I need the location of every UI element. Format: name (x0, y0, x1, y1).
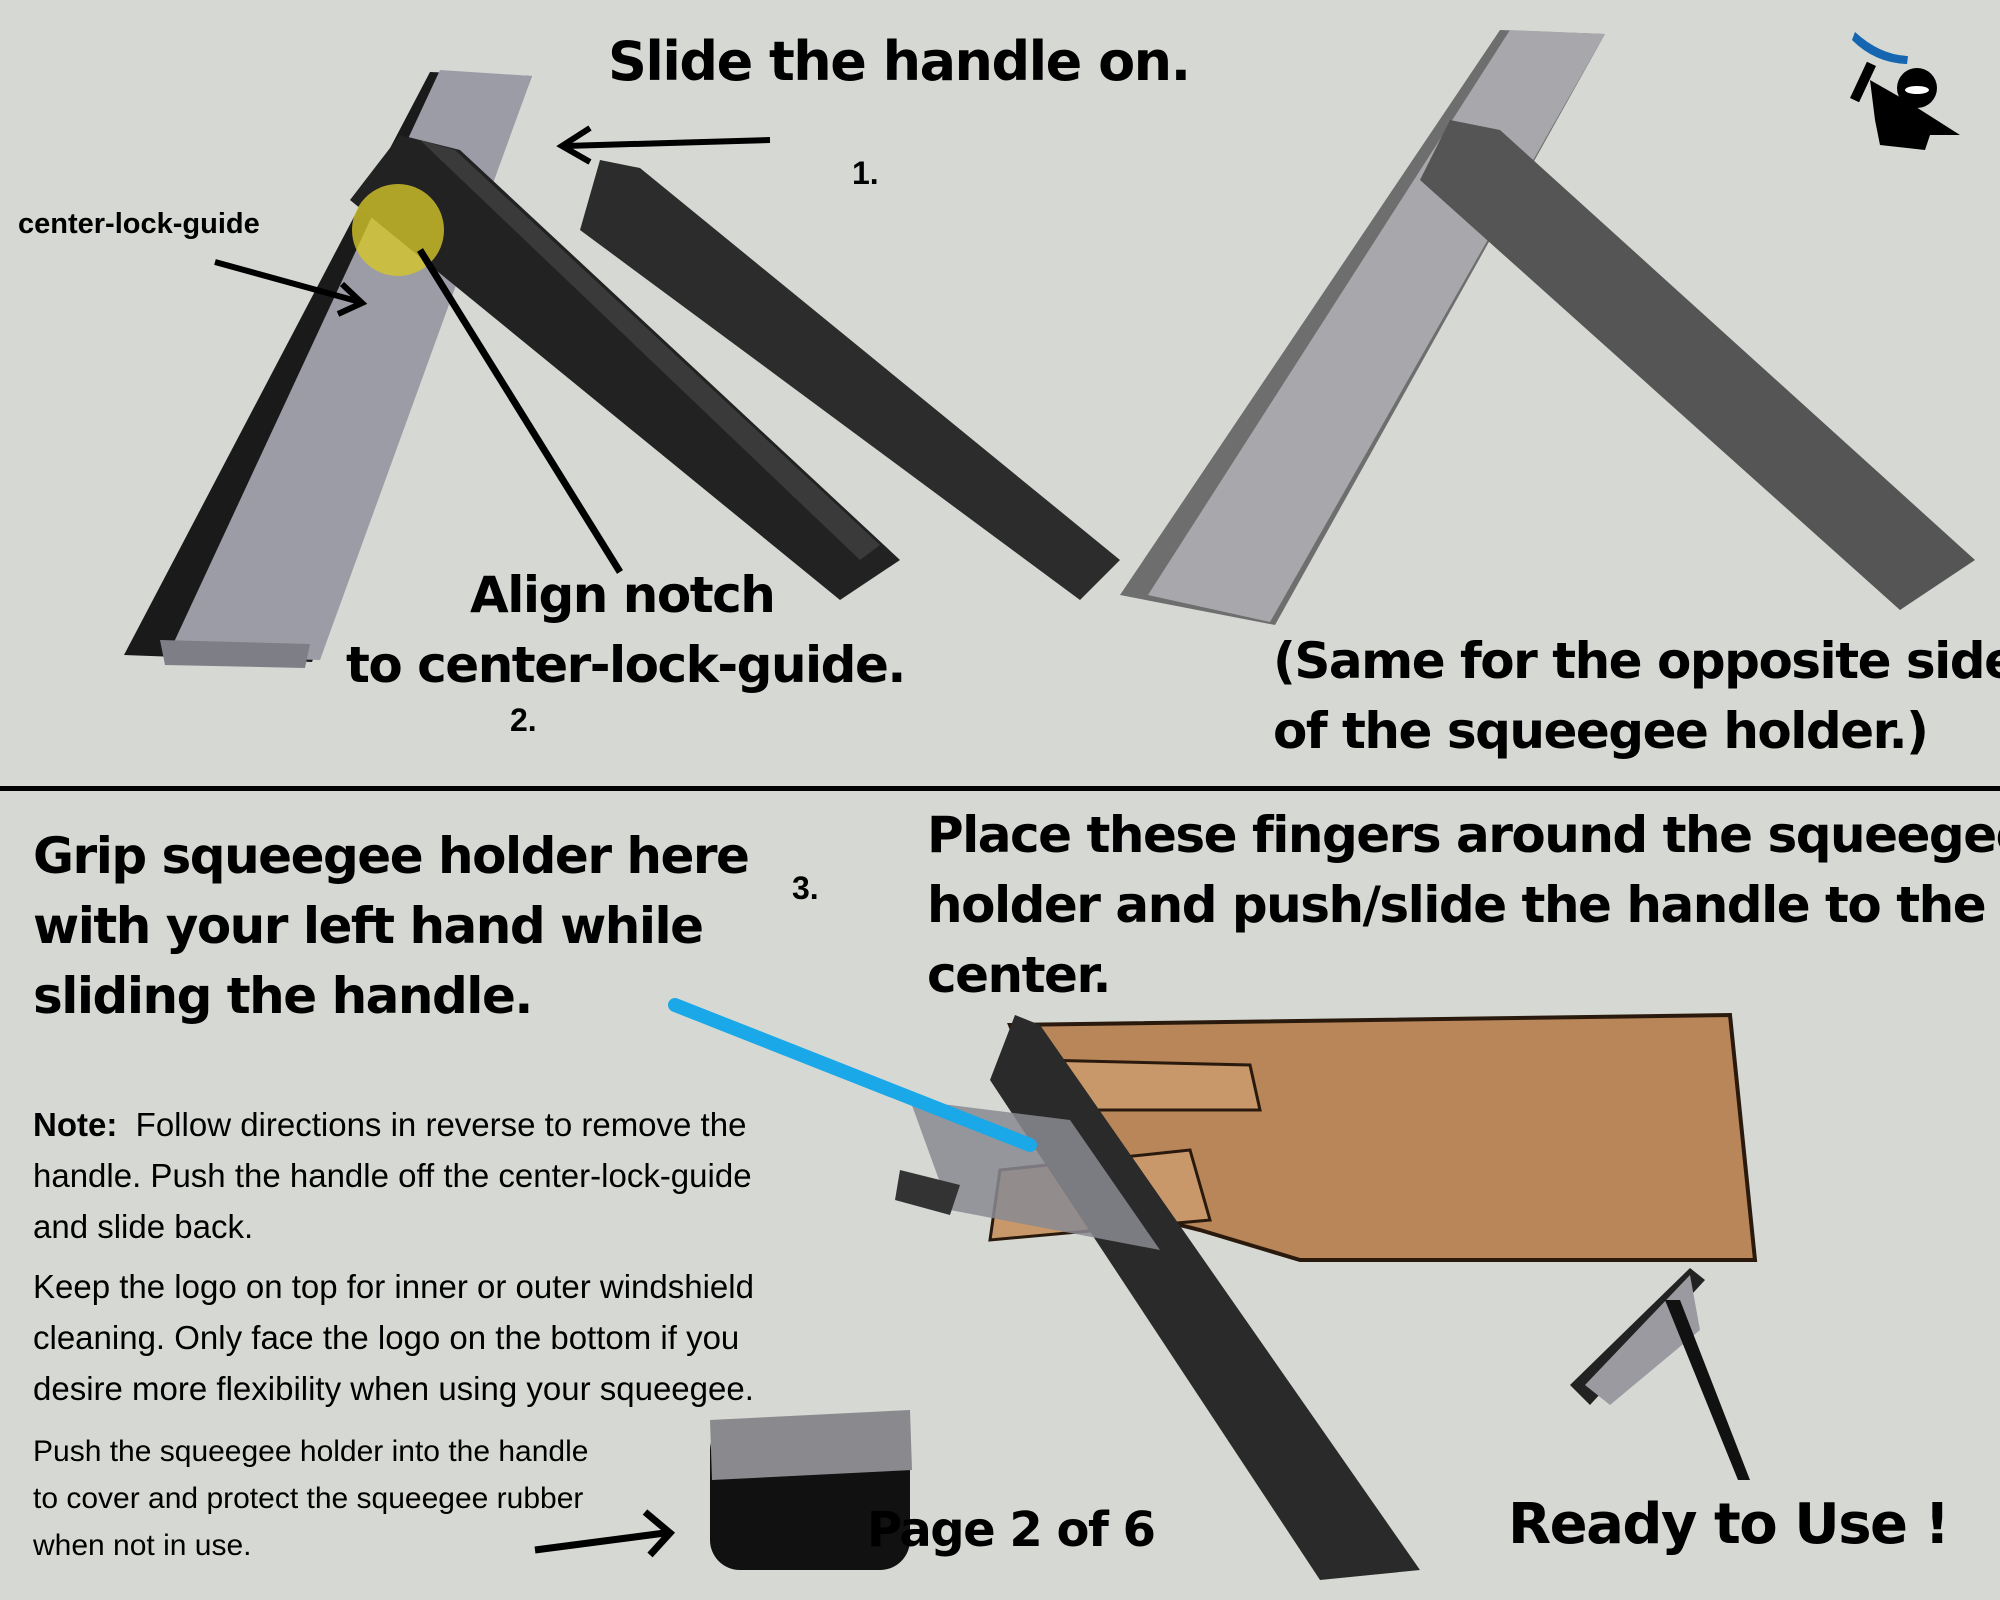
ready-to-use-label: Ready to Use ! (1508, 1492, 1950, 1557)
same-opposite-line-2: of the squeegee holder.) (1273, 702, 1929, 760)
stored-squeegee-illustration (710, 1410, 912, 1570)
note-line-1: Follow directions in reverse to remove t… (135, 1106, 747, 1143)
storage-paragraph: Push the squeegee holder into the handle… (33, 1428, 588, 1569)
keep-line-1: Keep the logo on top for inner or outer … (33, 1268, 754, 1305)
place-fingers-line-1: Place these fingers around the squeegee (927, 806, 2000, 864)
grip-instruction-line-1: Grip squeegee holder here (33, 827, 750, 885)
push-line-1: Push the squeegee holder into the handle (33, 1435, 589, 1468)
store-arrow-icon (534, 1509, 676, 1558)
slide-arrow-icon (556, 125, 771, 165)
note-line-2: handle. Push the handle off the center-l… (33, 1157, 752, 1194)
assembled-squeegee-illustration-right (1120, 30, 1975, 625)
handle-illustration-attached (350, 135, 900, 600)
grip-instruction-line-3: sliding the handle. (33, 967, 533, 1025)
align-notch-line-2: to center-lock-guide. (346, 636, 906, 694)
grip-instruction-line-2: with your left hand while (33, 897, 704, 955)
note-line-3: and slide back. (33, 1208, 254, 1245)
step-2-label: 2. (510, 702, 537, 738)
grip-pointer-line (668, 998, 1037, 1152)
keep-line-3: desire more flexibility when using your … (33, 1370, 754, 1407)
push-line-2: to cover and protect the squeegee rubber (33, 1482, 584, 1515)
note-label: Note: (33, 1106, 118, 1143)
logo-orientation-paragraph: Keep the logo on top for inner or outer … (33, 1261, 754, 1414)
step-3-label: 3. (792, 870, 819, 906)
ready-squeegee-illustration (1570, 1268, 1750, 1480)
place-fingers-line-3: center. (927, 946, 1111, 1004)
ninja-logo (1850, 32, 1960, 150)
keep-line-2: cleaning. Only face the logo on the bott… (33, 1319, 740, 1356)
center-lock-guide-arrow-icon (214, 259, 368, 317)
align-notch-pointer (417, 248, 623, 574)
align-notch-line-1: Align notch (470, 566, 776, 624)
slide-handle-title: Slide the handle on. (608, 30, 1191, 93)
same-opposite-line-1: (Same for the opposite side (1273, 632, 2000, 690)
handle-illustration-loose (580, 160, 1120, 600)
squeegee-in-hand-illustration (895, 1015, 1420, 1580)
place-fingers-line-2: holder and push/slide the handle to the (927, 876, 1987, 934)
page-indicator: Page 2 of 6 (867, 1502, 1156, 1558)
push-line-3: when not in use. (33, 1529, 252, 1562)
section-divider (0, 786, 2000, 791)
note-paragraph: Note: Follow directions in reverse to re… (33, 1099, 752, 1252)
step-1-label: 1. (852, 155, 879, 191)
center-lock-guide-label: center-lock-guide (18, 208, 260, 240)
